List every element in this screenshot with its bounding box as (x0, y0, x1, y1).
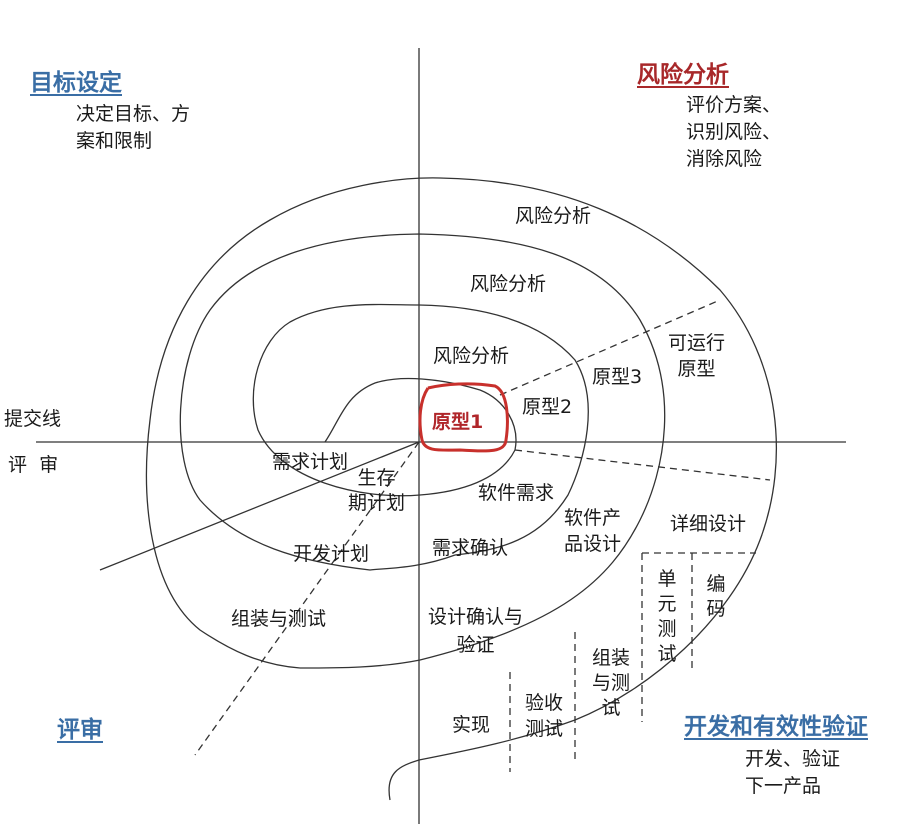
label-line: 期计划 (348, 492, 406, 514)
development-plan-label: 开发计划 (293, 543, 370, 565)
lifecycle-plan-label: 生存 期计划 (348, 466, 405, 516)
label-line: 验证 (456, 634, 495, 656)
integration-and-test-label: 组装与测试 (591, 647, 630, 719)
desc-line: 识别风险、 (686, 121, 782, 143)
dashed-line-lower-right (514, 449, 771, 481)
product-design-label: 软件产 品设计 (564, 505, 621, 557)
operational-prototype-label: 可运行 原型 (668, 330, 725, 382)
review-axis-label: 评 审 (8, 454, 59, 476)
desc-line: 决定目标、方 (76, 103, 191, 125)
prototype-3-label: 原型3 (592, 366, 643, 388)
quadrant-title-review: 评审 (57, 717, 103, 743)
dashed-line-lower-left (194, 441, 420, 756)
risk-analysis-label-inner: 风险分析 (433, 345, 510, 367)
label-line: 品设计 (564, 533, 622, 555)
quadrant-title-goal-setting: 目标设定 (30, 70, 122, 96)
design-validation-label: 设计确认与 验证 (428, 603, 523, 659)
commit-line-label: 提交线 (4, 408, 62, 430)
prototype-2-label: 原型2 (522, 396, 573, 418)
spiral-3 (145, 177, 778, 801)
desc-line: 下一产品 (745, 775, 822, 797)
requirements-validation-label: 需求确认 (432, 537, 509, 559)
label-line: 原型 (677, 358, 716, 380)
unit-test-label: 单元测试 (657, 568, 677, 665)
prototype1-highlight (418, 382, 509, 453)
spiral-2 (179, 233, 666, 669)
label-line: 测试 (525, 718, 564, 740)
requirements-plan-label: 需求计划 (272, 451, 349, 473)
desc-line: 开发、验证 (745, 748, 841, 770)
desc-line: 消除风险 (686, 148, 763, 170)
quadrant-title-risk-analysis: 风险分析 (637, 62, 729, 88)
label-line: 验收 (525, 692, 564, 714)
label-line: 生存 (357, 467, 396, 489)
label-line: 可运行 (668, 332, 726, 354)
software-requirements-label: 软件需求 (478, 482, 555, 504)
implementation-label: 实现 (452, 714, 491, 736)
risk-analysis-label-outer: 风险分析 (515, 205, 592, 227)
quadrant-title-development-validation: 开发和有效性验证 (684, 714, 868, 740)
label-line: 设计确认与 (428, 606, 524, 628)
prototype-1-label: 原型1 (432, 411, 484, 433)
desc-line: 案和限制 (76, 130, 153, 152)
integration-test-plan-label: 组装与测试 (231, 608, 327, 630)
goal-setting-description: 决定目标、方 案和限制 (76, 101, 190, 155)
dashed-line-upper-right (499, 299, 721, 396)
spiral-1 (252, 303, 589, 556)
desc-line: 评价方案、 (686, 94, 782, 116)
label-line: 软件产 (564, 507, 622, 529)
development-description: 开发、验证 下一产品 (745, 746, 840, 800)
detailed-design-label: 详细设计 (670, 513, 747, 535)
acceptance-test-label: 验收 测试 (525, 690, 563, 742)
coding-label: 编码 (706, 573, 726, 620)
review-line (99, 441, 420, 571)
risk-analysis-label-middle: 风险分析 (470, 273, 547, 295)
risk-analysis-description: 评价方案、 识别风险、 消除风险 (686, 92, 781, 173)
